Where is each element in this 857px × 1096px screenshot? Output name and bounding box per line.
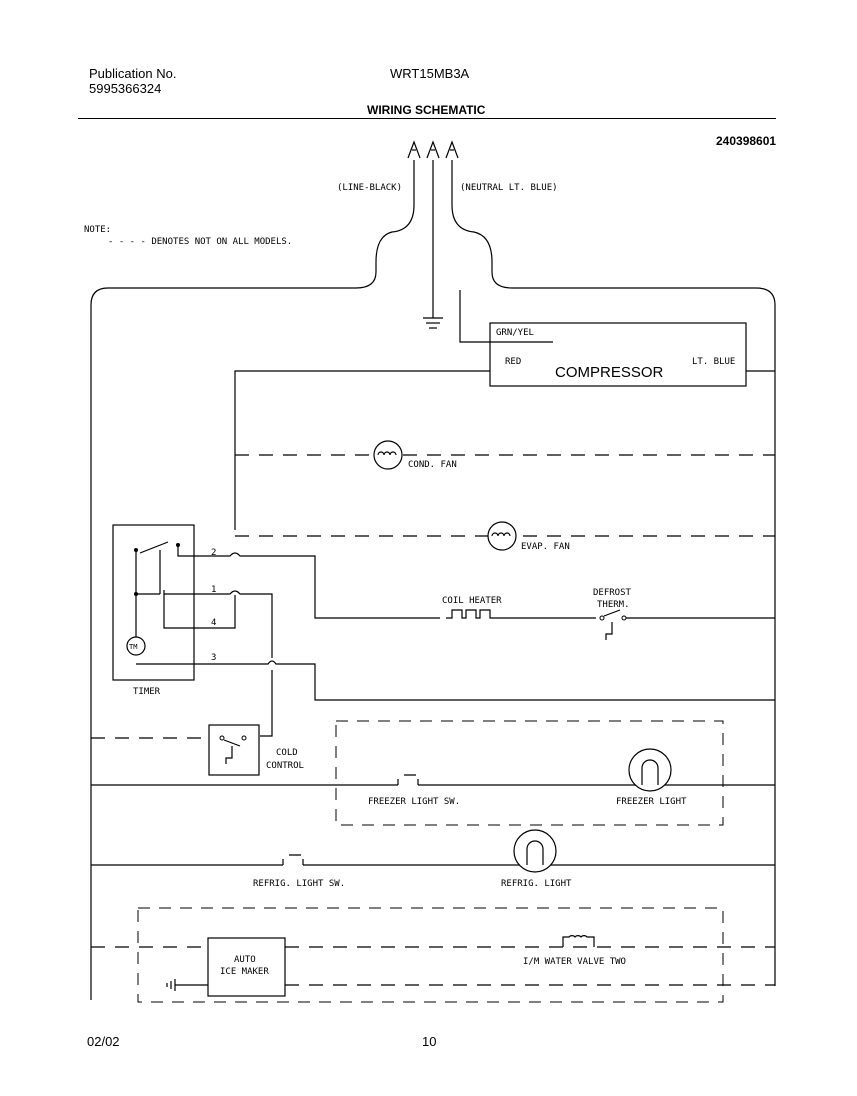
ice-maker-ground-icon <box>166 979 208 991</box>
title-rule <box>78 118 776 119</box>
cond-fan-label: COND. FAN <box>408 460 457 470</box>
auto-ice-maker-label-1: AUTO <box>234 955 256 965</box>
page-number: 10 <box>422 1034 437 1049</box>
timer-terminal-2: 2 <box>211 548 216 558</box>
line-label: (LINE-BLACK) <box>337 183 402 193</box>
cold-control-label-1: COLD <box>276 748 298 758</box>
refrig-light-switch-icon <box>282 854 304 865</box>
neutral-label: (NEUTRAL LT. BLUE) <box>460 183 558 193</box>
compressor-box <box>489 322 747 387</box>
compressor-lt-blue-label: LT. BLUE <box>692 357 735 367</box>
defrost-thermostat-icon <box>599 609 627 640</box>
evap-fan-motor-icon <box>487 521 517 551</box>
refrig-light-bulb-icon <box>513 829 557 873</box>
water-valve-coil-icon <box>562 935 595 947</box>
cold-control-feed <box>260 670 273 737</box>
coil-heater-icon <box>446 609 498 619</box>
timer-box <box>112 524 195 681</box>
timer-internal-contacts <box>134 541 236 665</box>
publication-number: 5995366324 <box>89 81 162 96</box>
ground-wire <box>459 290 553 343</box>
defrost-therm-label-1: DEFROST <box>593 588 632 598</box>
terminal-1-wire <box>194 590 273 658</box>
auto-ice-maker-label-2: ICE MAKER <box>220 967 269 977</box>
freezer-light-bulb-icon <box>628 748 672 792</box>
ground-symbol <box>423 317 443 329</box>
timer-terminal-4: 4 <box>211 618 216 628</box>
ice-maker-optional-box <box>137 907 724 1003</box>
freezer-light-optional-box <box>335 720 724 826</box>
terminal-2-wire <box>194 552 440 619</box>
timer-motor-label: TM <box>129 643 137 651</box>
freezer-light-switch-icon <box>397 774 419 785</box>
refrig-light-sw-label: REFRIG. LIGHT SW. <box>253 879 345 889</box>
timer-motor-icon <box>126 636 146 656</box>
footer-date: 02/02 <box>87 1034 120 1049</box>
defrost-therm-label-2: THERM. <box>597 600 630 610</box>
cold-control-label-2: CONTROL <box>266 761 304 771</box>
cold-control-box <box>208 724 260 776</box>
timer-terminal-3: 3 <box>211 653 216 663</box>
freezer-light-sw-label: FREEZER LIGHT SW. <box>368 797 460 807</box>
cond-fan-motor-icon <box>373 440 403 470</box>
note-label: NOTE: <box>84 225 111 235</box>
note-text: - - - - DENOTES NOT ON ALL MODELS. <box>108 237 292 247</box>
page-title: WIRING SCHEMATIC <box>367 103 486 117</box>
evap-fan-label: EVAP. FAN <box>521 542 570 552</box>
compressor-label: COMPRESSOR <box>555 364 664 381</box>
compressor-red-wire <box>234 370 490 530</box>
coil-heater-label: COIL HEATER <box>442 596 502 606</box>
cold-control-switch-icon <box>219 735 247 764</box>
timer-terminal-1: 1 <box>211 585 216 595</box>
compressor-grn-yel-label: GRN/YEL <box>496 328 534 338</box>
publication-label: Publication No. <box>89 66 177 81</box>
model-number: WRT15MB3A <box>390 66 470 81</box>
diagram-number: 240398601 <box>716 134 777 148</box>
freezer-light-label: FREEZER LIGHT <box>616 797 687 807</box>
im-water-valve-label: I/M WATER VALVE TWO <box>523 957 626 967</box>
auto-ice-maker-box <box>207 937 286 997</box>
terminal-3-wire <box>194 660 775 701</box>
refrig-light-label: REFRIG. LIGHT <box>501 879 572 889</box>
power-input-leads <box>90 140 776 1000</box>
timer-label: TIMER <box>133 687 161 697</box>
compressor-red-label: RED <box>505 357 521 367</box>
